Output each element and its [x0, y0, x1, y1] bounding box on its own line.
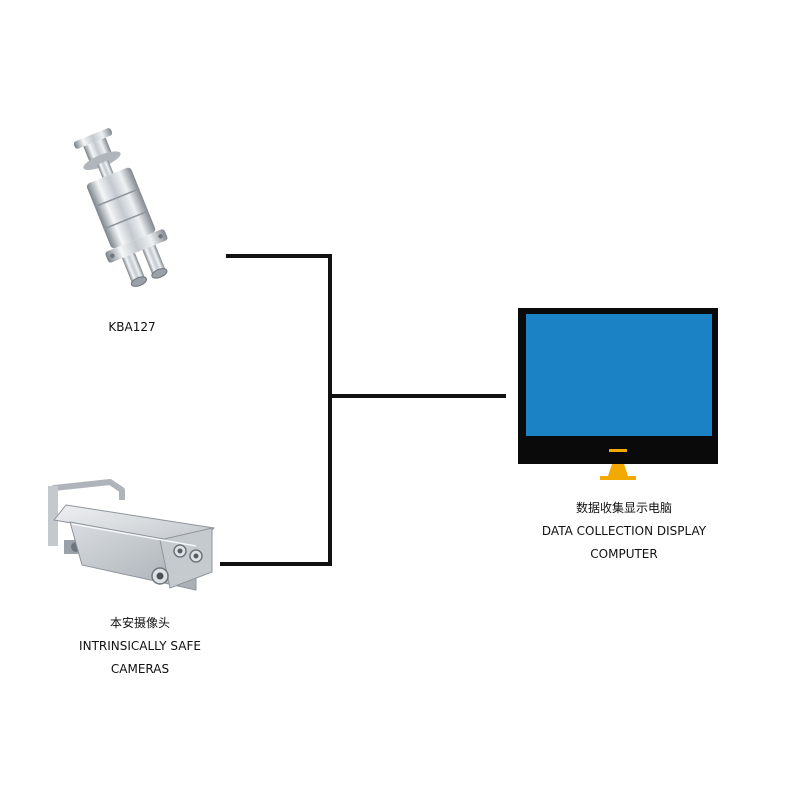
- kba127-name: KBA127: [108, 320, 156, 334]
- connector-lines: [220, 254, 506, 566]
- cameras-name-en-line2: CAMERAS: [110, 662, 170, 676]
- monitor-icon: [518, 308, 718, 480]
- power-led: [609, 449, 627, 452]
- cameras-name-zh: 本安摄像头: [109, 616, 170, 630]
- monitor-screen: [526, 314, 712, 436]
- sensor-device-icon: [73, 128, 168, 287]
- connector-kba127: [226, 254, 332, 396]
- kba127-label: KBA127: [108, 316, 155, 339]
- cameras-name-en-line1: INTRINSICALLY SAFE: [79, 639, 201, 653]
- computer-name-en-line2: COMPUTER: [590, 547, 658, 561]
- camera-housing-icon: [48, 479, 216, 591]
- computer-name-zh: 数据收集显示电脑: [575, 501, 673, 515]
- cameras-label: 本安摄像头 INTRINSICALLY SAFE CAMERAS: [79, 612, 201, 681]
- connector-cameras: [220, 396, 332, 566]
- computer-label: 数据收集显示电脑 DATA COLLECTION DISPLAY COMPUTE…: [542, 497, 706, 566]
- computer-name-en-line1: DATA COLLECTION DISPLAY: [541, 524, 707, 538]
